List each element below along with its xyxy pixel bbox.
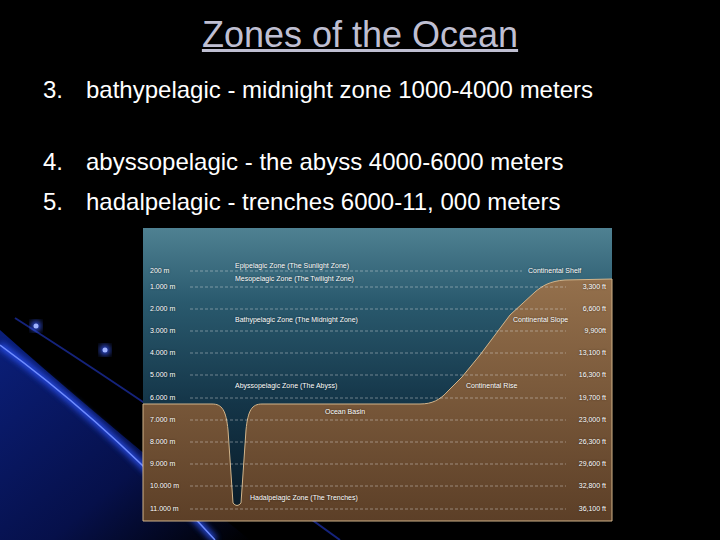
depth-feet: 36,100 ft [579,505,606,513]
list-number: 3. [43,74,63,106]
depth-meters: 9.000 m [150,460,175,468]
swoosh-dot [103,348,108,353]
depth-lines [190,271,566,509]
depth-feet: 9,900ft [585,327,606,335]
depth-line [190,398,566,399]
depth-line [190,420,566,421]
ocean-water [143,228,612,521]
depth-meters: 5.000 m [150,371,175,379]
depth-line [190,442,566,443]
list-number: 5. [43,186,63,218]
list-number: 4. [43,146,63,178]
depth-line [190,464,566,465]
depth-meters: 200 m [150,267,169,275]
swoosh-dot [34,324,39,329]
feature-label: Continental Shelf [528,267,581,275]
depth-meters: 7.000 m [150,416,175,424]
feature-label: Continental Rise [466,382,517,390]
depth-feet: 19,700 ft [579,394,606,402]
depth-feet: 13,100 ft [579,349,606,357]
depth-line [190,271,522,272]
depth-feet: 6,600 ft [583,305,606,313]
depth-meters: 4.000 m [150,349,175,357]
feature-label: Ocean Basin [325,408,365,416]
depth-feet: 32,800 ft [579,482,606,490]
list-item: bathypelagic - midnight zone 1000-4000 m… [86,74,606,106]
depth-line [190,353,566,354]
depth-meters: 8.000 m [150,438,175,446]
depth-line [190,309,566,310]
feature-label: Continental Slope [513,316,568,324]
zone-label: Mesopelagic Zone (The Twilight Zone) [235,275,354,283]
depth-feet: 3,300 ft [583,283,606,291]
depth-line [190,375,566,376]
swoosh-dot [100,345,110,355]
zone-label: Epipelagic Zone (The Sunlight Zone) [235,262,349,270]
depth-line [190,331,566,332]
depth-feet: 26,300 ft [579,438,606,446]
depth-meters: 1.000 m [150,283,175,291]
depth-meters: 10.000 m [150,482,179,490]
swoosh-dot [31,321,41,331]
depth-meters: 2.000 m [150,305,175,313]
list-item: abyssopelagic - the abyss 4000-6000 mete… [86,146,564,178]
depth-feet: 23,000 ft [579,416,606,424]
seafloor-profile [143,279,612,521]
depth-feet: 29,600 ft [579,460,606,468]
depth-meters: 6.000 m [150,394,175,402]
zone-label: Abyssopelagic Zone (The Abyss) [235,382,337,390]
list-item: hadalpelagic - trenches 6000-11, 000 met… [86,186,561,218]
depth-line [190,509,566,510]
depth-meters: 3.000 m [150,327,175,335]
depth-line [190,486,566,487]
depth-meters: 11.000 m [150,505,179,513]
zone-label: Bathypelagic Zone (The Midnight Zone) [235,316,358,324]
depth-feet: 16,300 ft [579,371,606,379]
zone-label: Hadalpelagic Zone (The Trenches) [250,494,358,502]
slide-title: Zones of the Ocean [202,14,518,56]
depth-line [190,287,566,288]
